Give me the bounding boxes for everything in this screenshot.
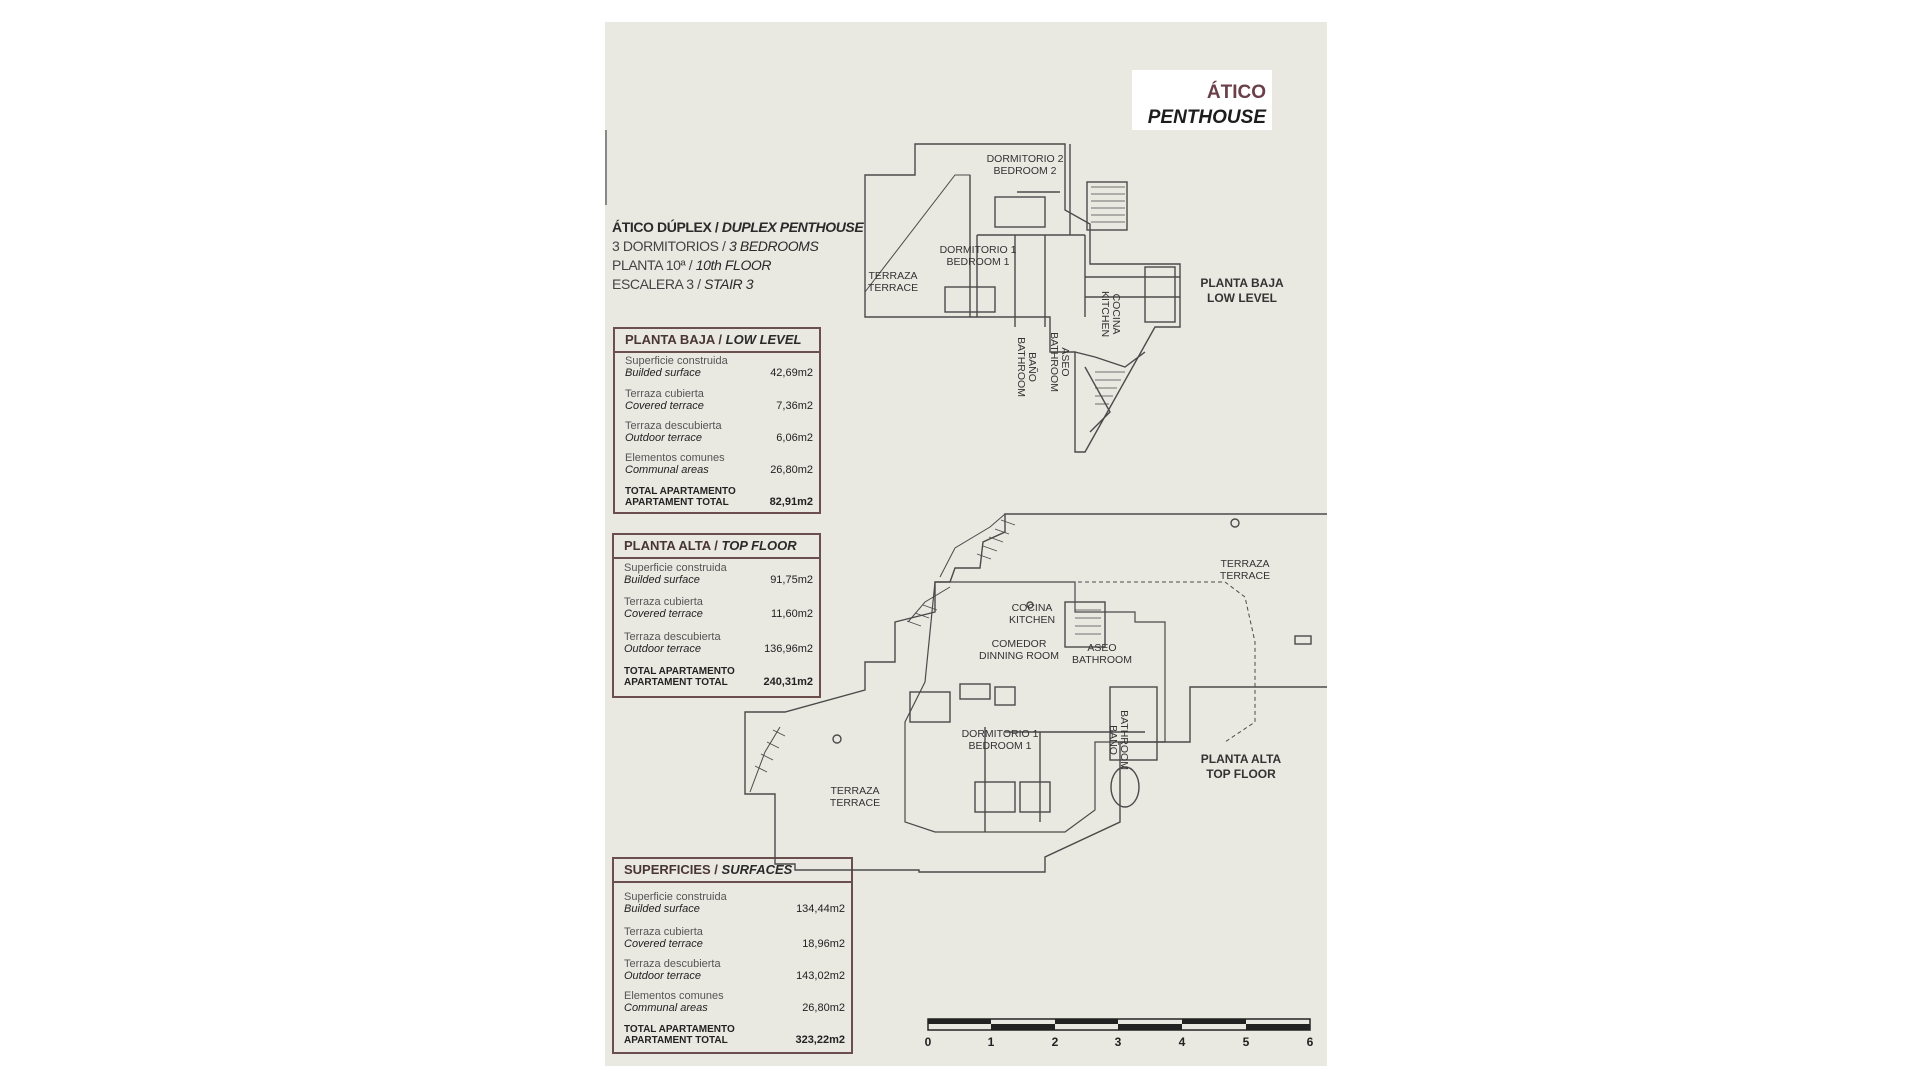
top-label-wc-en: BATHROOM bbox=[1072, 654, 1132, 666]
scale-tick-0: 0 bbox=[925, 1035, 932, 1049]
low-label-terrace-en: TERRACE bbox=[868, 282, 918, 294]
scale-tick-3: 3 bbox=[1115, 1035, 1122, 1049]
info-line-bedrooms: 3 DORMITORIOS / 3 BEDROOMS bbox=[612, 238, 819, 254]
low-terrace-outline bbox=[864, 174, 971, 318]
floorplan-drawing: DORMITORIO 2 BEDROOM 2 DORMITORIO 1 BEDR… bbox=[744, 143, 1327, 1049]
top-label-kitchen-es: COCINA bbox=[1012, 602, 1053, 614]
low-label-terrace-es: TERRAZA bbox=[868, 270, 917, 282]
surfaces-table-title: SUPERFICIES / SURFACES bbox=[614, 859, 851, 883]
low-label-bed1-es: DORMITORIO 1 bbox=[940, 244, 1017, 256]
surfaces-total-table: SUPERFICIES / SURFACES Superficie constr… bbox=[612, 857, 853, 1054]
title-en: PENTHOUSE bbox=[1147, 107, 1266, 128]
info-line-type: ÁTICO DÚPLEX / DUPLEX PENTHOUSE bbox=[612, 219, 864, 235]
top-label-bath-es: BAÑO bbox=[1107, 725, 1120, 755]
low-label-bath-es: BAÑO bbox=[1026, 352, 1039, 382]
scale-tick-4: 4 bbox=[1179, 1035, 1186, 1049]
info-line-stair: ESCALERA 3 / STAIR 3 bbox=[612, 276, 754, 292]
low-level-table-title: PLANTA BAJA / LOW LEVEL bbox=[615, 329, 819, 353]
low-label-wc-es: ASEO bbox=[1059, 347, 1071, 376]
top-label-terrace1-en: TERRACE bbox=[1220, 570, 1270, 582]
scale-tick-1: 1 bbox=[988, 1035, 995, 1049]
low-label-bed2-es: DORMITORIO 2 bbox=[987, 153, 1064, 165]
low-label-kitchen-en: KITCHEN bbox=[1099, 291, 1111, 337]
top-label-terrace1-es: TERRAZA bbox=[1220, 558, 1269, 570]
low-label-wc-en: BATHROOM bbox=[1048, 332, 1060, 392]
top-railing-2 bbox=[907, 586, 951, 623]
title-badge: ÁTICO PENTHOUSE bbox=[1132, 70, 1272, 130]
top-floor-surface-table: PLANTA ALTA / TOP FLOOR Superficie const… bbox=[612, 533, 821, 698]
top-railing-1 bbox=[939, 513, 1006, 578]
info-line-floor: PLANTA 10ª / 10th FLOOR bbox=[612, 257, 772, 273]
top-label-kitchen-en: KITCHEN bbox=[1009, 614, 1055, 626]
low-label-kitchen-es: COCINA bbox=[1110, 294, 1122, 335]
top-label-terrace2-en: TERRACE bbox=[830, 797, 880, 809]
top-label-wc-es: ASEO bbox=[1087, 642, 1116, 654]
margin-mark bbox=[605, 130, 607, 205]
top-floor-table-title: PLANTA ALTA / TOP FLOOR bbox=[614, 535, 819, 559]
top-label-bed1-es: DORMITORIO 1 bbox=[962, 728, 1039, 740]
top-railing-3 bbox=[749, 726, 781, 793]
low-label-bath-en: BATHROOM bbox=[1015, 337, 1027, 397]
top-label-dining-es: COMEDOR bbox=[992, 638, 1047, 650]
scale-tick-5: 5 bbox=[1243, 1035, 1250, 1049]
low-label-bed1-en: BEDROOM 1 bbox=[946, 256, 1009, 268]
top-label-terrace2-es: TERRAZA bbox=[830, 785, 879, 797]
low-label-bed2-en: BEDROOM 2 bbox=[993, 165, 1056, 177]
top-interior bbox=[904, 581, 1166, 833]
scale-bar: 0 1 2 3 4 5 6 bbox=[925, 1018, 1314, 1049]
low-level-outline bbox=[864, 143, 1181, 453]
top-label-dining-en: DINNING ROOM bbox=[979, 650, 1059, 662]
title-es: ÁTICO bbox=[1206, 82, 1266, 103]
floorplan-sheet: ÁTICO PENTHOUSE ÁTICO DÚPLEX / DUPLEX PE… bbox=[605, 22, 1327, 1066]
top-label-bed1-en: BEDROOM 1 bbox=[968, 740, 1031, 752]
scale-tick-6: 6 bbox=[1307, 1035, 1314, 1049]
top-label-bath-en: BATHROOM bbox=[1118, 710, 1130, 770]
scale-tick-2: 2 bbox=[1052, 1035, 1059, 1049]
low-level-surface-table: PLANTA BAJA / LOW LEVEL Superficie const… bbox=[613, 327, 821, 514]
